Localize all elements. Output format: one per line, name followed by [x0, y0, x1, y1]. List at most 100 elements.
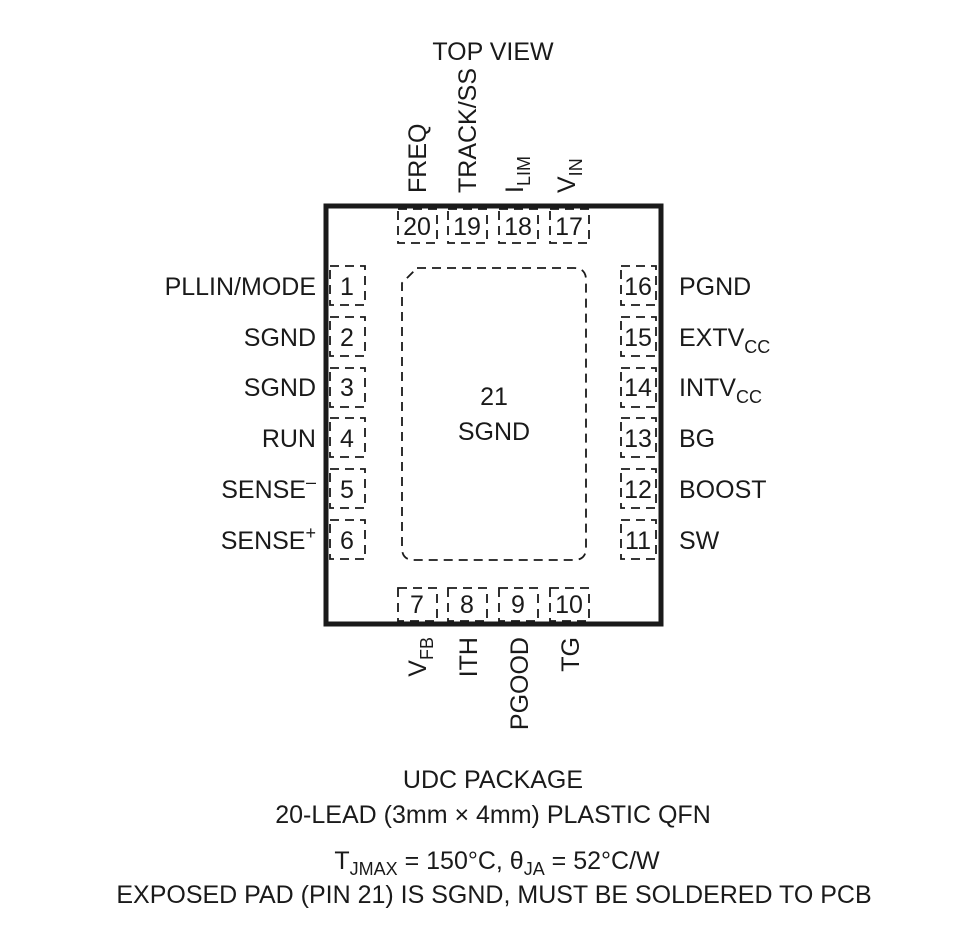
pin-3: 3 SGND [244, 367, 366, 408]
pin-14-label-sub: CC [736, 387, 762, 407]
pin-18-label-base: I [501, 186, 529, 193]
pin-1-pad [329, 265, 366, 306]
pin-11-number: 11 [625, 527, 651, 555]
pin-3-label: SGND [244, 374, 316, 402]
thermal-spec: TJMAX = 150°C, θJA = 52°C/W [334, 847, 660, 879]
pin-13-number: 13 [624, 425, 652, 453]
theta-subscript: JA [524, 859, 545, 879]
pin-13-label: BG [679, 425, 715, 453]
pin-9: 9 PGOOD [498, 587, 539, 730]
pin-20-pad [397, 208, 438, 244]
pin-9-label: PGOOD [506, 637, 534, 730]
pin-18-number: 18 [504, 213, 532, 241]
pin-1-label: PLLIN/MODE [165, 273, 316, 301]
pin-6-label-base: SENSE [221, 527, 306, 555]
pin-4-label: RUN [262, 425, 316, 453]
pin-12: 12 BOOST [620, 468, 767, 509]
pin-5-label-base: SENSE [221, 476, 306, 504]
pin-8-label: ITH [455, 637, 483, 677]
pin-17-label-sub: IN [566, 158, 586, 176]
pin-19-label: TRACK/SS [454, 68, 482, 193]
pin-15-pad [620, 316, 657, 357]
theta-value: = 52°C/W [545, 847, 660, 875]
pin-7: 7 VFB [397, 587, 438, 677]
pin-17: 17 VIN [549, 158, 590, 244]
pin-14-pad [620, 367, 657, 408]
pin-11: 11 SW [620, 519, 720, 560]
exposed-pad-name: SGND [458, 418, 530, 446]
exposed-pad-number: 21 [480, 383, 508, 411]
pin-7-pad [397, 587, 438, 622]
pin-16-number: 16 [624, 273, 652, 301]
tjmax-value: = 150°C, θ [398, 847, 524, 875]
pin-6-number: 6 [340, 527, 354, 555]
pin-17-label: VIN [553, 158, 586, 193]
pin-4-number: 4 [340, 425, 354, 453]
pin-10-pad [549, 587, 590, 622]
pin-18-label: ILIM [501, 156, 534, 193]
pin-14-label: INTVCC [679, 374, 762, 407]
pin-13-pad [620, 417, 657, 458]
pin-12-label: BOOST [679, 476, 767, 504]
pin-7-label: VFB [404, 637, 437, 677]
pin-10-number: 10 [555, 591, 583, 619]
pin-8-number: 8 [460, 591, 474, 619]
pin-15-label-base: EXTV [679, 324, 745, 352]
exposed-pad-note: EXPOSED PAD (PIN 21) IS SGND, MUST BE SO… [116, 881, 871, 909]
pin-3-pad [329, 367, 366, 408]
pin-1: 1 PLLIN/MODE [165, 265, 366, 306]
pin-2-number: 2 [340, 324, 354, 352]
pin-9-number: 9 [511, 591, 525, 619]
pin-17-label-base: V [553, 176, 581, 193]
pin-7-label-sub: FB [417, 637, 437, 660]
pin-15-number: 15 [624, 324, 652, 352]
exposed-pad-outline [401, 267, 587, 561]
pin-17-number: 17 [555, 213, 583, 241]
package-body [323, 203, 664, 627]
pin-5-pad [329, 468, 366, 509]
pin-6-label: SENSE+ [221, 523, 316, 555]
pin-12-number: 12 [624, 476, 652, 504]
pin-2: 2 SGND [244, 316, 366, 357]
pin-20-number: 20 [403, 213, 431, 241]
pin-18-pad [498, 208, 539, 244]
pin-4-pad [329, 417, 366, 458]
pin-16: 16 PGND [620, 265, 751, 306]
pin-13: 13 BG [620, 417, 715, 458]
pin-10: 10 TG [549, 587, 590, 672]
package-lead-info: 20-LEAD (3mm × 4mm) PLASTIC QFN [275, 801, 711, 829]
pin-11-label: SW [679, 527, 720, 555]
tjmax-symbol: T [334, 847, 349, 875]
pin-7-number: 7 [410, 591, 424, 619]
pin-5: 5 SENSE– [221, 468, 366, 509]
pin-15-label: EXTVCC [679, 324, 770, 357]
pin-15-label-sub: CC [744, 337, 770, 357]
pin-19-number: 19 [453, 213, 481, 241]
pin-3-number: 3 [340, 374, 354, 402]
top-view-label: TOP VIEW [432, 38, 554, 66]
pin-18-label-sub: LIM [514, 156, 534, 186]
pin-8-pad [447, 587, 488, 622]
pin-6: 6 SENSE+ [221, 519, 366, 560]
pin-19-pad [447, 208, 488, 244]
pin-12-pad [620, 468, 657, 509]
pin-17-pad [549, 208, 590, 244]
tjmax-subscript: JMAX [350, 859, 398, 879]
pin-5-label: SENSE– [221, 472, 316, 504]
pin-4: 4 RUN [262, 417, 366, 458]
pin-8: 8 ITH [447, 587, 488, 677]
pin-20: 20 FREQ [397, 124, 438, 244]
pin-7-label-base: V [404, 660, 432, 677]
pin-11-pad [620, 519, 657, 560]
pin-19: 19 TRACK/SS [447, 68, 488, 244]
pin-5-number: 5 [340, 476, 354, 504]
pin-14: 14 INTVCC [620, 367, 762, 408]
pin-6-pad [329, 519, 366, 560]
pin-16-label: PGND [679, 273, 751, 301]
pin-18: 18 ILIM [498, 156, 539, 244]
pin-5-label-sup: – [306, 472, 316, 492]
pin-15: 15 EXTVCC [620, 316, 770, 357]
pin-6-label-sup: + [305, 523, 316, 543]
pin-20-label: FREQ [404, 124, 432, 193]
